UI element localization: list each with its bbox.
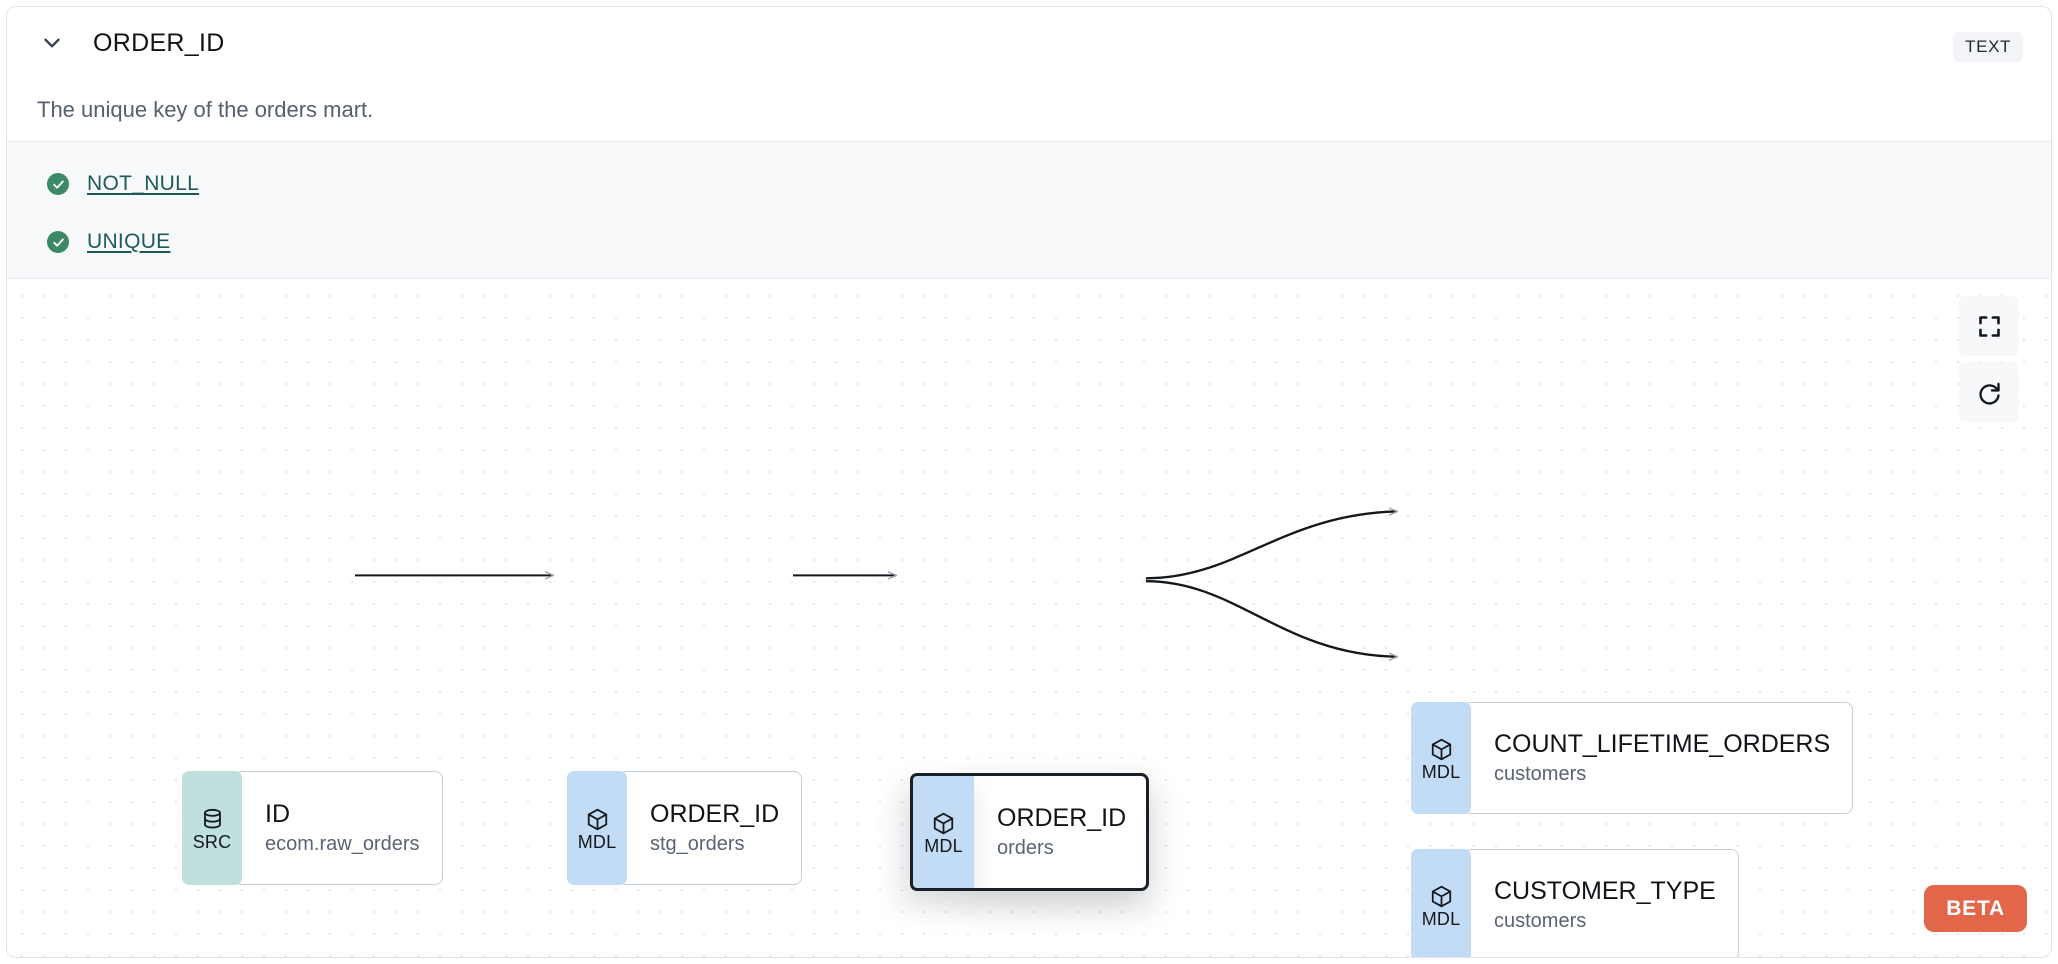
- beta-badge[interactable]: BETA: [1924, 885, 2027, 932]
- lineage-edges: [355, 279, 2051, 957]
- lineage-node-mdl-stg-orders[interactable]: MDL ORDER_ID stg_orders: [567, 771, 803, 885]
- cube-icon: [1431, 885, 1451, 908]
- column-description: The unique key of the orders mart.: [37, 97, 374, 122]
- refresh-icon: [1978, 382, 2000, 405]
- fit-view-button[interactable]: [1959, 296, 2019, 356]
- database-icon: [203, 808, 221, 829]
- test-link-not-null[interactable]: NOT_NULL: [87, 172, 200, 195]
- node-body: COUNT_LIFETIME_ORDERS customers: [1463, 702, 1854, 814]
- check-circle-icon: [47, 173, 69, 195]
- node-subtitle: customers: [1494, 762, 1587, 785]
- cube-icon: [933, 812, 954, 835]
- mdl-badge: MDL: [1411, 849, 1471, 957]
- test-row: UNIQUE: [47, 220, 2021, 264]
- page-title: ORDER_ID: [93, 28, 225, 57]
- check-circle-icon: [47, 231, 69, 253]
- edge-orders-to-count-lifetime-orders: [1145, 511, 1397, 580]
- fullscreen-icon: [1978, 315, 2000, 337]
- node-subtitle: customers: [1494, 909, 1587, 932]
- node-subtitle: ecom.raw_orders: [265, 832, 420, 855]
- tests-panel: NOT_NULL UNIQUE: [7, 141, 2051, 279]
- node-name: ORDER_ID: [997, 804, 1127, 833]
- column-detail-card: ORDER_ID TEXT The unique key of the orde…: [6, 6, 2052, 958]
- node-name: COUNT_LIFETIME_ORDERS: [1494, 730, 1831, 759]
- badge-label: MDL: [1421, 909, 1461, 929]
- badge-label: MDL: [924, 836, 963, 856]
- cube-icon: [587, 808, 607, 831]
- test-link-unique[interactable]: UNIQUE: [87, 230, 171, 253]
- node-name: ORDER_ID: [650, 800, 780, 829]
- canvas-controls: [1959, 296, 2019, 422]
- mdl-badge: MDL: [1411, 702, 1471, 814]
- card-header: ORDER_ID TEXT: [7, 7, 2051, 79]
- node-subtitle: stg_orders: [650, 832, 745, 855]
- lineage-node-mdl-count-lifetime-orders[interactable]: MDL COUNT_LIFETIME_ORDERS customers: [1411, 702, 1854, 814]
- node-body: ORDER_ID stg_orders: [619, 771, 803, 885]
- node-body: CUSTOMER_TYPE customers: [1463, 849, 1739, 957]
- node-body: ORDER_ID orders: [966, 773, 1150, 891]
- edge-orders-to-customer-type: [1145, 580, 1397, 657]
- lineage-node-mdl-orders[interactable]: MDL ORDER_ID orders: [910, 773, 1150, 891]
- node-body: ID ecom.raw_orders: [234, 771, 443, 885]
- lineage-node-src-id[interactable]: SRC ID ecom.raw_orders: [182, 771, 443, 885]
- test-row: NOT_NULL: [47, 162, 2021, 206]
- badge-label: MDL: [577, 832, 617, 852]
- column-type-badge: TEXT: [1953, 32, 2023, 62]
- lineage-canvas[interactable]: SRC ID ecom.raw_orders MDL ORDER_ID stg_…: [7, 279, 2051, 957]
- node-subtitle: orders: [997, 836, 1054, 859]
- chevron-down-icon[interactable]: [37, 28, 67, 58]
- mdl-badge: MDL: [567, 771, 627, 885]
- badge-label: MDL: [1421, 762, 1461, 782]
- src-badge: SRC: [182, 771, 242, 885]
- mdl-badge: MDL: [910, 773, 974, 891]
- node-name: CUSTOMER_TYPE: [1494, 877, 1716, 906]
- cube-icon: [1431, 738, 1451, 761]
- lineage-node-mdl-customer-type[interactable]: MDL CUSTOMER_TYPE customers: [1411, 849, 1739, 957]
- node-name: ID: [265, 800, 290, 829]
- badge-label: SRC: [192, 832, 232, 852]
- reset-button[interactable]: [1959, 362, 2019, 422]
